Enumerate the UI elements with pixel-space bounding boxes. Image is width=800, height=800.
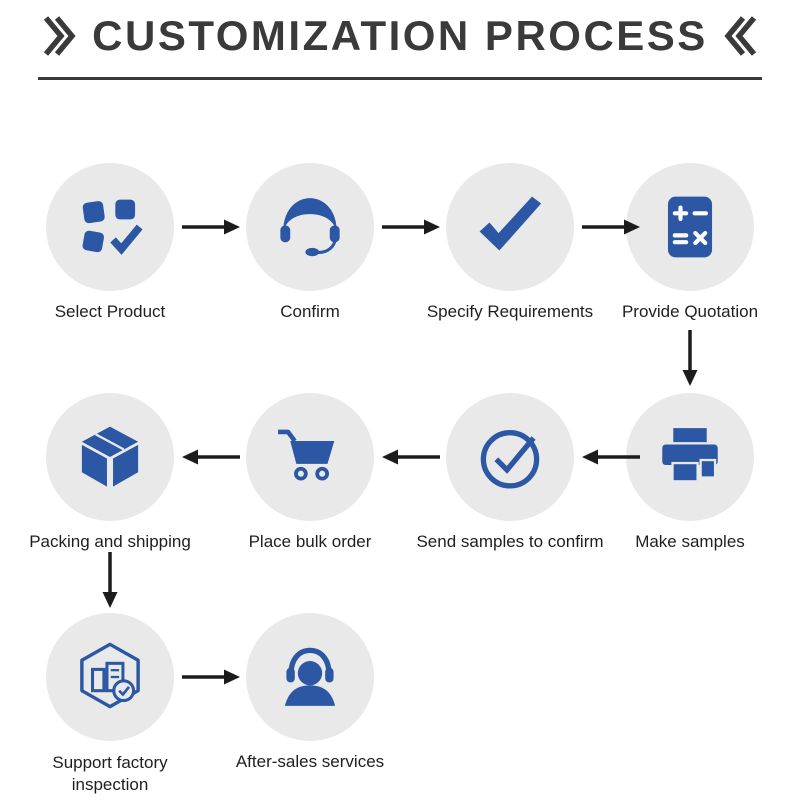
page-title: CUSTOMIZATION PROCESS (92, 12, 708, 59)
step-label: Provide Quotation (621, 302, 759, 321)
arrow-down-icon (102, 552, 118, 608)
step-circle (46, 163, 174, 291)
step-circle (626, 163, 754, 291)
factory-inspection-icon (80, 642, 140, 709)
step-circle (246, 393, 374, 521)
customer-service-icon (280, 198, 340, 257)
step-label: Make samples (635, 532, 745, 551)
step-provide-quotation: Provide Quotation (595, 163, 785, 322)
step-label: Support factory inspection (52, 753, 168, 795)
title-divider (38, 77, 762, 80)
step-label: After-sales services (235, 752, 385, 771)
step-packing-and-shipping: Packing and shipping (15, 393, 205, 552)
step-circle (246, 163, 374, 291)
step-make-samples: Make samples (595, 393, 785, 552)
arrow-right-icon (182, 219, 240, 235)
arrow-right-icon (382, 219, 440, 235)
step-circle (446, 393, 574, 521)
step-after-sales-services: After-sales services (215, 613, 405, 772)
step-circle (626, 393, 754, 521)
step-circle (246, 613, 374, 741)
step-label: Confirm (280, 302, 340, 321)
step-place-bulk-order: Place bulk order (215, 393, 405, 552)
step-circle (46, 393, 174, 521)
step-label: Specify Requirements (426, 302, 594, 321)
calculator-icon (667, 196, 713, 258)
arrow-left-icon (382, 449, 440, 465)
step-support-factory-inspection: Support factory inspection (15, 613, 205, 796)
step-label: Place bulk order (248, 532, 372, 551)
printer-icon (659, 428, 721, 483)
circle-check-icon (480, 430, 540, 489)
step-circle (46, 613, 174, 741)
step-specify-requirements: Specify Requirements (415, 163, 605, 322)
double-chevron-right-icon (44, 16, 76, 56)
checkmark-icon (479, 196, 542, 251)
arrow-left-icon (582, 449, 640, 465)
page-title-row: CUSTOMIZATION PROCESS (0, 12, 800, 60)
step-label: Select Product (54, 302, 166, 321)
step-send-samples-to-confirm: Send samples to confirm (415, 393, 605, 552)
step-label: Packing and shipping (29, 532, 191, 551)
step-confirm: Confirm (215, 163, 405, 322)
step-label: Send samples to confirm (416, 532, 604, 551)
headset-person-icon (284, 647, 336, 706)
product-grid-check-icon (82, 199, 143, 255)
step-circle (446, 163, 574, 291)
package-box-icon (81, 426, 139, 487)
arrow-right-icon (182, 669, 240, 685)
shopping-cart-icon (278, 429, 335, 481)
arrow-down-icon (682, 330, 698, 386)
step-select-product: Select Product (15, 163, 205, 322)
arrow-right-icon (582, 219, 640, 235)
double-chevron-left-icon (724, 16, 756, 56)
arrow-left-icon (182, 449, 240, 465)
